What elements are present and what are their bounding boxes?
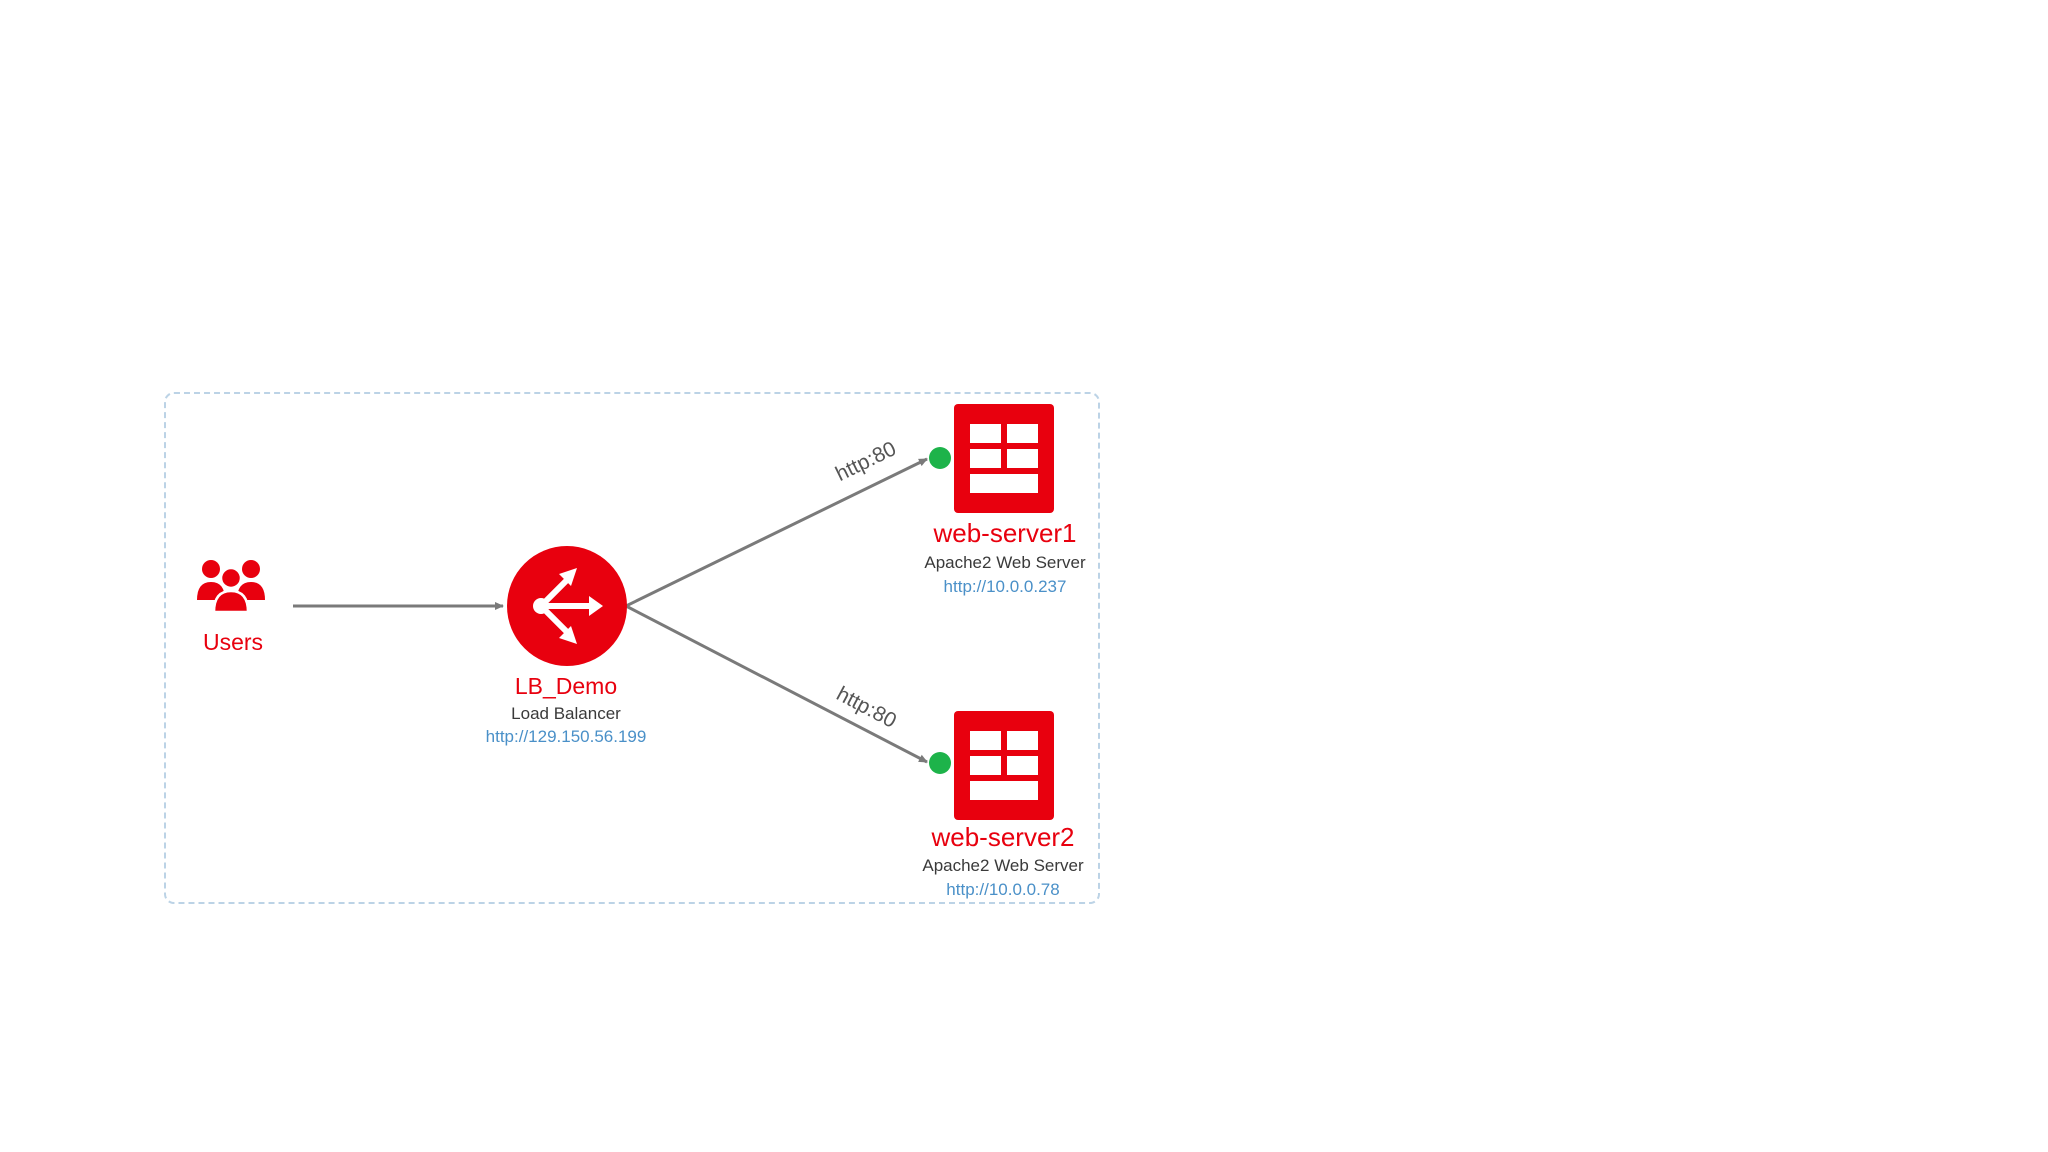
web-server2-type: Apache2 Web Server	[922, 856, 1084, 875]
endpoint-web-server1	[929, 447, 951, 469]
web-server1-url[interactable]: http://10.0.0.237	[943, 577, 1067, 596]
users-icon	[197, 560, 265, 612]
endpoint-web-server2	[929, 752, 951, 774]
users-label: Users	[202, 629, 264, 655]
web-server2-name: web-server2	[931, 822, 1075, 852]
web-server1-name: web-server1	[933, 518, 1077, 548]
load-balancer-icon	[507, 546, 627, 666]
load-balancer-url[interactable]: http://129.150.56.199	[485, 727, 647, 746]
server-icon	[954, 711, 1054, 820]
web-server2-url[interactable]: http://10.0.0.78	[946, 880, 1060, 899]
load-balancer-type: Load Balancer	[511, 704, 621, 723]
edge-lb-to-web-server2	[625, 604, 928, 764]
server-icon	[954, 404, 1054, 513]
web-server1-type: Apache2 Web Server	[924, 553, 1086, 572]
network-boundary	[164, 392, 1100, 904]
load-balancer-name: LB_Demo	[514, 673, 618, 699]
edge-lb-to-web-server1	[625, 457, 928, 608]
